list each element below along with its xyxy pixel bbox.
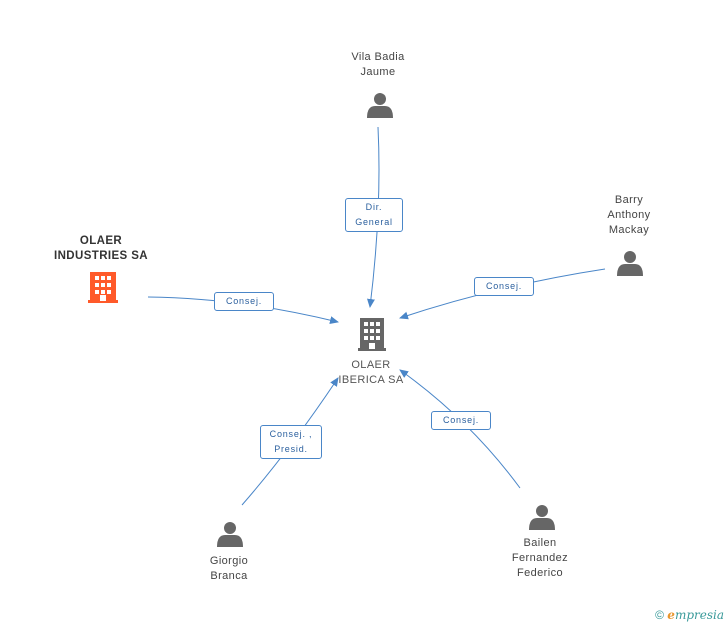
node-label-line: Barry bbox=[614, 194, 644, 206]
edge-label-line: Dir. bbox=[365, 202, 383, 212]
node-label-giorgio[interactable]: Giorgio Branca bbox=[186, 554, 272, 584]
node-label-line: Bailen bbox=[523, 537, 557, 549]
building-icon[interactable] bbox=[88, 272, 118, 303]
person-icon[interactable] bbox=[529, 505, 555, 530]
node-label-olaer-industries[interactable]: OLAER INDUSTRIES SA bbox=[40, 234, 162, 264]
person-icon[interactable] bbox=[367, 93, 393, 118]
person-icon[interactable] bbox=[217, 522, 243, 547]
node-label-line: Giorgio bbox=[209, 555, 249, 567]
node-label-bailen[interactable]: Bailen Fernandez Federico bbox=[494, 536, 586, 581]
node-label-line: OLAER bbox=[351, 359, 391, 371]
edge-label-line: General bbox=[355, 217, 393, 227]
node-label-line: OLAER bbox=[79, 235, 123, 247]
node-label-line: IBERICA SA bbox=[338, 374, 404, 386]
footer-brand[interactable]: © empresia bbox=[655, 608, 724, 622]
node-label-line: Branca bbox=[210, 570, 248, 582]
node-label-line: Fernandez bbox=[511, 552, 569, 564]
edge-label-vila[interactable]: Dir. General bbox=[345, 198, 403, 232]
node-label-barry[interactable]: Barry Anthony Mackay bbox=[588, 193, 670, 238]
building-icon[interactable] bbox=[358, 318, 386, 351]
edge-label-line: Consej. bbox=[485, 281, 523, 291]
copyright-symbol: © bbox=[655, 608, 664, 622]
node-label-line: Anthony bbox=[607, 209, 651, 221]
node-label-line: Federico bbox=[517, 567, 563, 579]
node-label-line: Vila Badia bbox=[351, 51, 405, 63]
person-icon[interactable] bbox=[617, 251, 643, 276]
edge-label-barry[interactable]: Consej. bbox=[474, 277, 534, 296]
edge-label-bailen[interactable]: Consej. bbox=[431, 411, 491, 430]
node-label-vila[interactable]: Vila Badia Jaume bbox=[330, 50, 426, 80]
node-label-center[interactable]: OLAER IBERICA SA bbox=[326, 358, 416, 388]
edge-label-line: Presid. bbox=[274, 444, 308, 454]
node-label-line: INDUSTRIES SA bbox=[53, 250, 149, 262]
edge-label-olaer-industries[interactable]: Consej. bbox=[214, 292, 274, 311]
edge-label-giorgio[interactable]: Consej. , Presid. bbox=[260, 425, 322, 459]
node-label-line: Jaume bbox=[360, 66, 396, 78]
edge-label-line: Consej. , bbox=[269, 429, 313, 439]
brand-logo: empresia bbox=[667, 608, 724, 622]
node-label-line: Mackay bbox=[608, 224, 650, 236]
edge-label-line: Consej. bbox=[225, 296, 263, 306]
edge-label-line: Consej. bbox=[442, 415, 480, 425]
